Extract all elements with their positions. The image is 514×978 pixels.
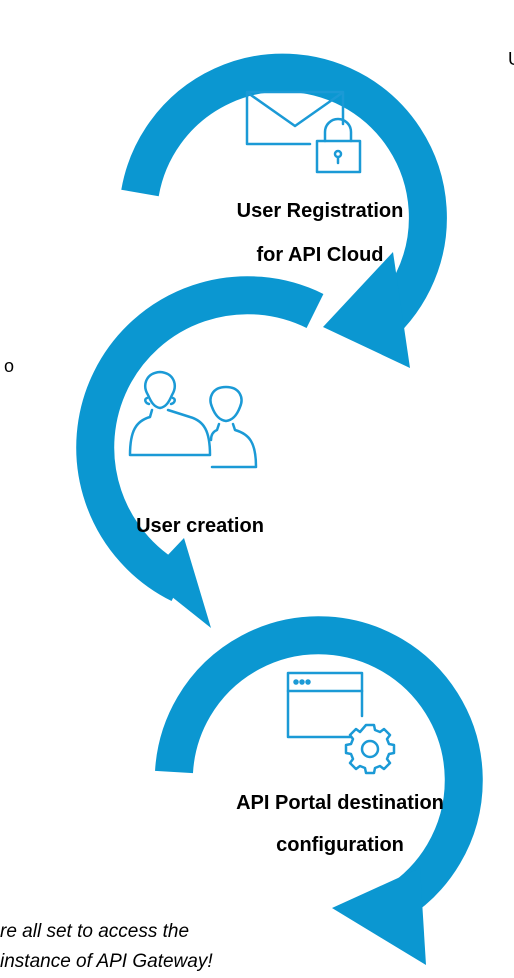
arrowhead-3 xyxy=(332,868,426,965)
step-2-label: User creation xyxy=(136,515,264,537)
browser-gear-icon xyxy=(286,671,396,775)
arc-3 xyxy=(155,616,483,920)
arrowhead-1 xyxy=(323,252,410,368)
edge-glyph-top-right: U xyxy=(508,49,514,70)
step-3-label-line2: configuration xyxy=(276,834,404,856)
step-3-label-line1: API Portal destination xyxy=(236,792,444,814)
footer-line-2: instance of API Gateway! xyxy=(0,951,213,972)
edge-glyph-left: o xyxy=(4,356,15,376)
arrowhead-2 xyxy=(147,538,211,628)
arc-2 xyxy=(76,276,324,602)
footer-line-1: re all set to access the xyxy=(0,921,190,942)
step-1-label-line1: User Registration xyxy=(236,200,404,222)
envelope-lock-icon xyxy=(245,90,362,174)
step-1-label-line2: for API Cloud xyxy=(256,244,384,266)
arc-1 xyxy=(121,53,447,347)
users-icon xyxy=(128,370,258,469)
